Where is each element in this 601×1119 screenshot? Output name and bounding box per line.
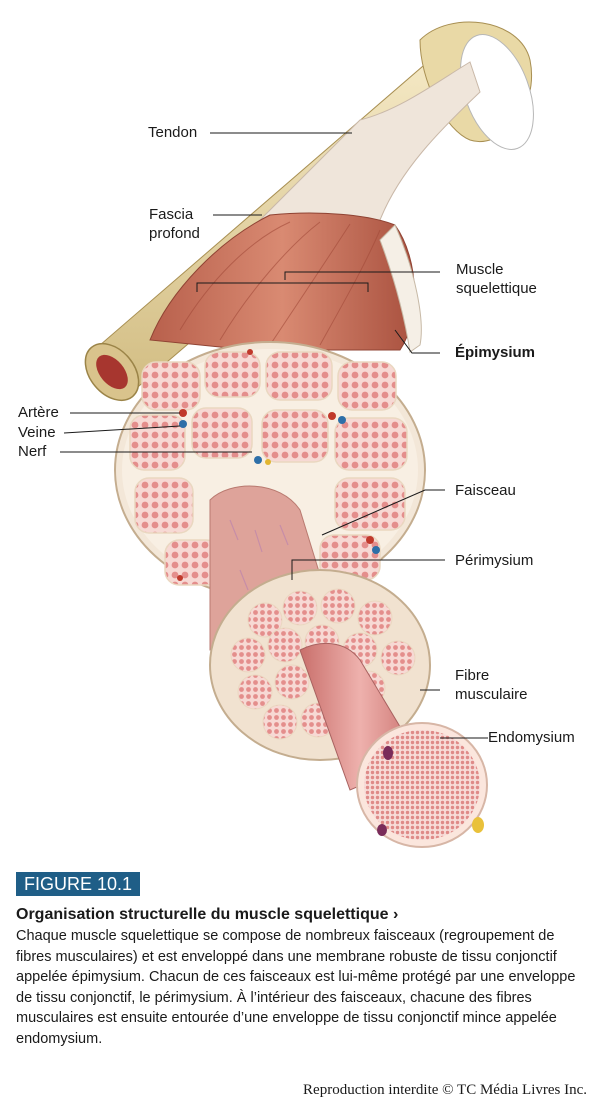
figure-caption: Chaque muscle squelettique se compose de…	[16, 928, 576, 1047]
label-fascia-profond: Fascia profond	[149, 206, 200, 242]
tendon	[248, 61, 481, 231]
muscle-structure-illustration	[60, 21, 534, 848]
label-faisceau: Faisceau	[455, 482, 516, 499]
label-perimysium: Périmysium	[455, 552, 534, 569]
label-endomysium: Endomysium	[488, 729, 575, 746]
epimysium-sheath	[379, 224, 422, 353]
label-fibre-musculaire: Fibre musculaire	[455, 667, 528, 703]
label-muscle-squelettique: Muscle squelettique	[456, 261, 537, 297]
muscle-cross-section	[114, 341, 426, 599]
label-nerf: Nerf	[18, 443, 47, 460]
muscle-fiber-cross-section	[356, 722, 488, 848]
label-artere: Artère	[18, 404, 59, 421]
figure-number-badge: FIGURE 10.1	[16, 872, 141, 896]
figure-title: Organisation structurelle du muscle sque…	[16, 906, 399, 923]
label-epimysium: Épimysium	[455, 344, 536, 361]
leader-lines	[60, 132, 488, 739]
label-tendon: Tendon	[148, 124, 198, 141]
label-veine: Veine	[18, 424, 56, 441]
copyright-notice: Reproduction interdite © TC Média Livres…	[303, 1082, 587, 1098]
